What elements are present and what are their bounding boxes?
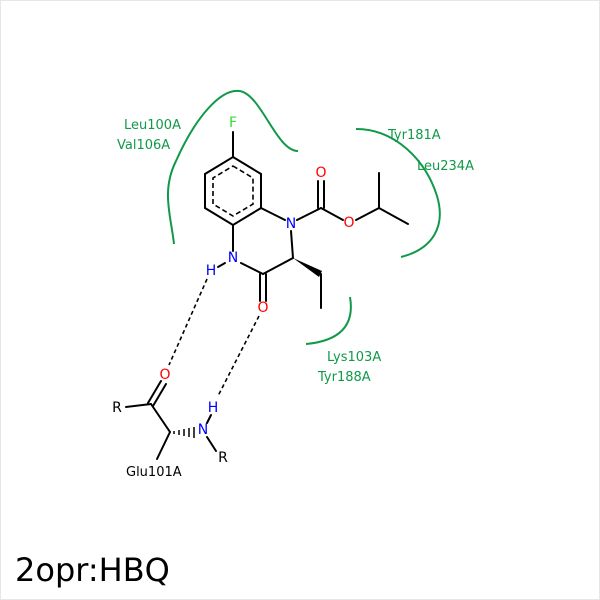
bond — [206, 414, 212, 424]
residue-label-leu100a: Leu100A — [124, 118, 181, 133]
residue-label-val106a: Val106A — [117, 138, 170, 153]
residue-label-leu234a: Leu234A — [417, 159, 474, 174]
atom-nitrogen: N — [228, 250, 238, 266]
bond — [355, 207, 380, 221]
residue-label-tyr188a: Tyr188A — [317, 370, 371, 385]
bond — [206, 436, 217, 452]
atom-hydrogen: H — [208, 400, 219, 416]
bond — [125, 403, 152, 408]
hydrophobic-arc-bottom — [305, 296, 352, 345]
hbond-line — [168, 278, 208, 366]
atom-nitrogen: N — [198, 422, 208, 438]
hydrophobic-arc-right — [355, 128, 441, 258]
atom-oxygen: O — [159, 367, 170, 383]
bond — [150, 403, 171, 433]
atom-r-group: R — [112, 400, 122, 416]
bond — [156, 431, 171, 460]
residue-label-lys103a: Lys103A — [327, 350, 381, 365]
diagram-title: 2opr:HBQ — [15, 551, 170, 589]
atom-oxygen: O — [343, 215, 354, 231]
atom-r-group: R — [218, 450, 228, 466]
wedge-bond — [293, 258, 322, 277]
atom-fluorine: F — [229, 115, 237, 131]
bond — [260, 207, 286, 221]
atom-nitrogen: N — [286, 216, 296, 232]
bond — [296, 207, 322, 221]
hydrophobic-arc-left — [166, 89, 299, 245]
bond — [378, 207, 409, 225]
bond — [290, 230, 294, 259]
bond — [240, 262, 264, 275]
bond — [147, 380, 162, 404]
hbond-line — [217, 315, 260, 397]
residue-label-glu101a: Glu101A — [126, 465, 182, 480]
hashed-bond — [173, 427, 195, 438]
bond — [262, 257, 294, 275]
bond — [152, 383, 167, 407]
residue-label-tyr181a: Tyr181A — [387, 128, 441, 143]
benzene-ring — [204, 155, 262, 227]
bond — [320, 207, 344, 221]
atom-oxygen: O — [257, 300, 268, 316]
bond — [217, 262, 226, 268]
atom-hydrogen: H — [206, 263, 217, 279]
atom-oxygen: O — [315, 165, 326, 181]
